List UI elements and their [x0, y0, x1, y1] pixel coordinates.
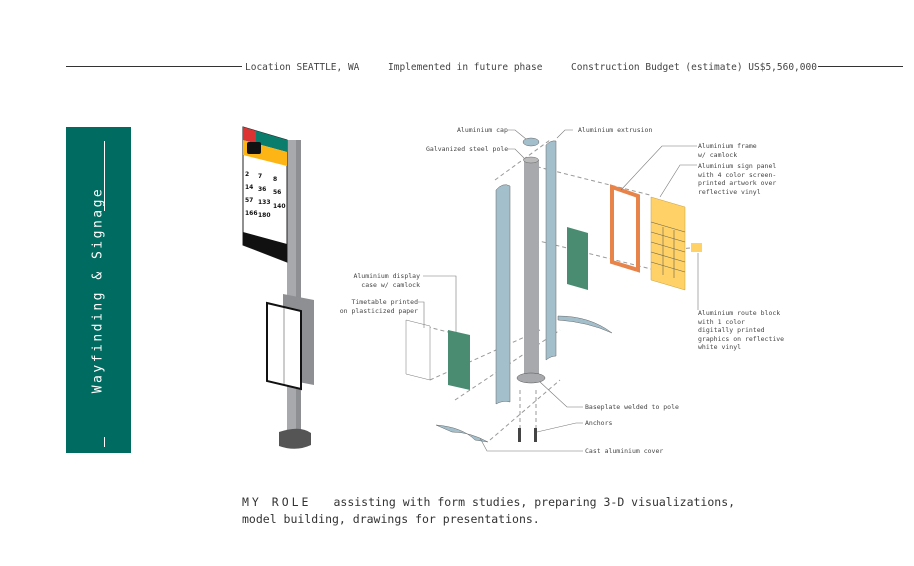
svg-text:57: 57	[245, 197, 253, 204]
sidebar-rule-bottom	[104, 437, 105, 447]
section-sidebar: Wayfinding & Signage	[66, 127, 131, 453]
role-line-1: assisting with form studies, preparing 3…	[333, 495, 736, 509]
extrusion-right	[545, 140, 557, 361]
sidebar-rule-top	[104, 141, 105, 211]
role-label: MY ROLE	[242, 495, 312, 509]
svg-text:14: 14	[245, 184, 253, 191]
phase-text: Implemented in future phase	[388, 62, 543, 73]
my-role: MY ROLE assisting with form studies, prep…	[242, 494, 735, 528]
svg-text:8: 8	[273, 176, 277, 183]
svg-text:140: 140	[273, 203, 286, 210]
svg-text:133: 133	[258, 199, 271, 206]
timetable-sheet	[405, 319, 431, 381]
green-case-lower	[448, 330, 470, 390]
route-block	[691, 243, 702, 252]
svg-text:7: 7	[258, 173, 262, 180]
green-case-upper	[567, 227, 588, 290]
role-line-2: model building, drawings for presentatio…	[242, 512, 540, 526]
extrusion-left	[495, 184, 511, 405]
label-pole: Galvanized steel pole	[426, 145, 509, 153]
label-anchors: Anchors	[585, 419, 613, 427]
location-text: Location SEATTLE, WA	[245, 62, 360, 73]
cap-part	[522, 137, 540, 147]
exploded-parts	[405, 137, 702, 443]
svg-text:166: 166	[245, 210, 258, 217]
label-cover: Cast aluminium cover	[585, 447, 664, 455]
label-baseplate: Baseplate welded to pole	[585, 403, 679, 411]
header-rule-right	[818, 66, 903, 67]
sign-panel	[650, 196, 686, 291]
svg-text:2: 2	[245, 171, 249, 178]
frame-part	[610, 184, 640, 273]
leader-lines	[418, 129, 699, 452]
header-rule-left	[66, 66, 242, 67]
cover-upper	[557, 315, 613, 334]
baseplate	[516, 372, 546, 384]
label-cap: Aluminium cap	[457, 126, 508, 134]
label-extrusion: Aluminium extrusion	[578, 126, 653, 134]
cast-cover	[435, 424, 489, 443]
svg-text:36: 36	[258, 186, 266, 193]
budget-text: Construction Budget (estimate) US$5,560,…	[571, 62, 817, 73]
pole-part	[524, 160, 539, 380]
svg-text:56: 56	[273, 189, 281, 196]
svg-text:180: 180	[258, 212, 271, 219]
